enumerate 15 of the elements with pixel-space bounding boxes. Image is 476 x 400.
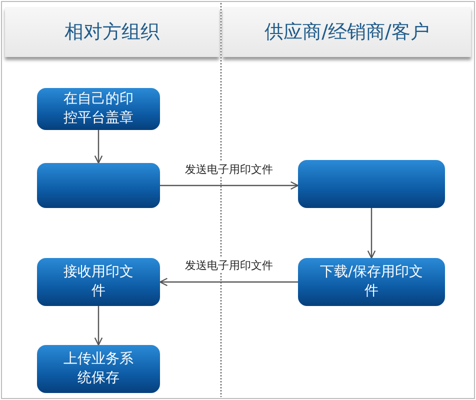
arrow: [367, 208, 376, 259]
process-box: 上传业务系统保存: [37, 345, 160, 393]
arrow: [94, 306, 103, 346]
lane-header: 供应商/经销商/客户: [223, 7, 471, 57]
process-box: 在自己的印控平台盖章: [37, 88, 160, 130]
arrow: [160, 181, 299, 190]
process-box: 接收用印文件: [37, 258, 160, 306]
edge-label: 发送电子用印文件: [183, 162, 275, 176]
arrow: [94, 130, 103, 164]
lane-header: 相对方组织: [5, 7, 219, 57]
edge-label: 发送电子用印文件: [183, 258, 275, 273]
process-box: [37, 163, 160, 208]
process-box: [298, 160, 445, 208]
process-box: 下载/保存用印文件: [298, 258, 445, 306]
arrow: [159, 278, 298, 286]
